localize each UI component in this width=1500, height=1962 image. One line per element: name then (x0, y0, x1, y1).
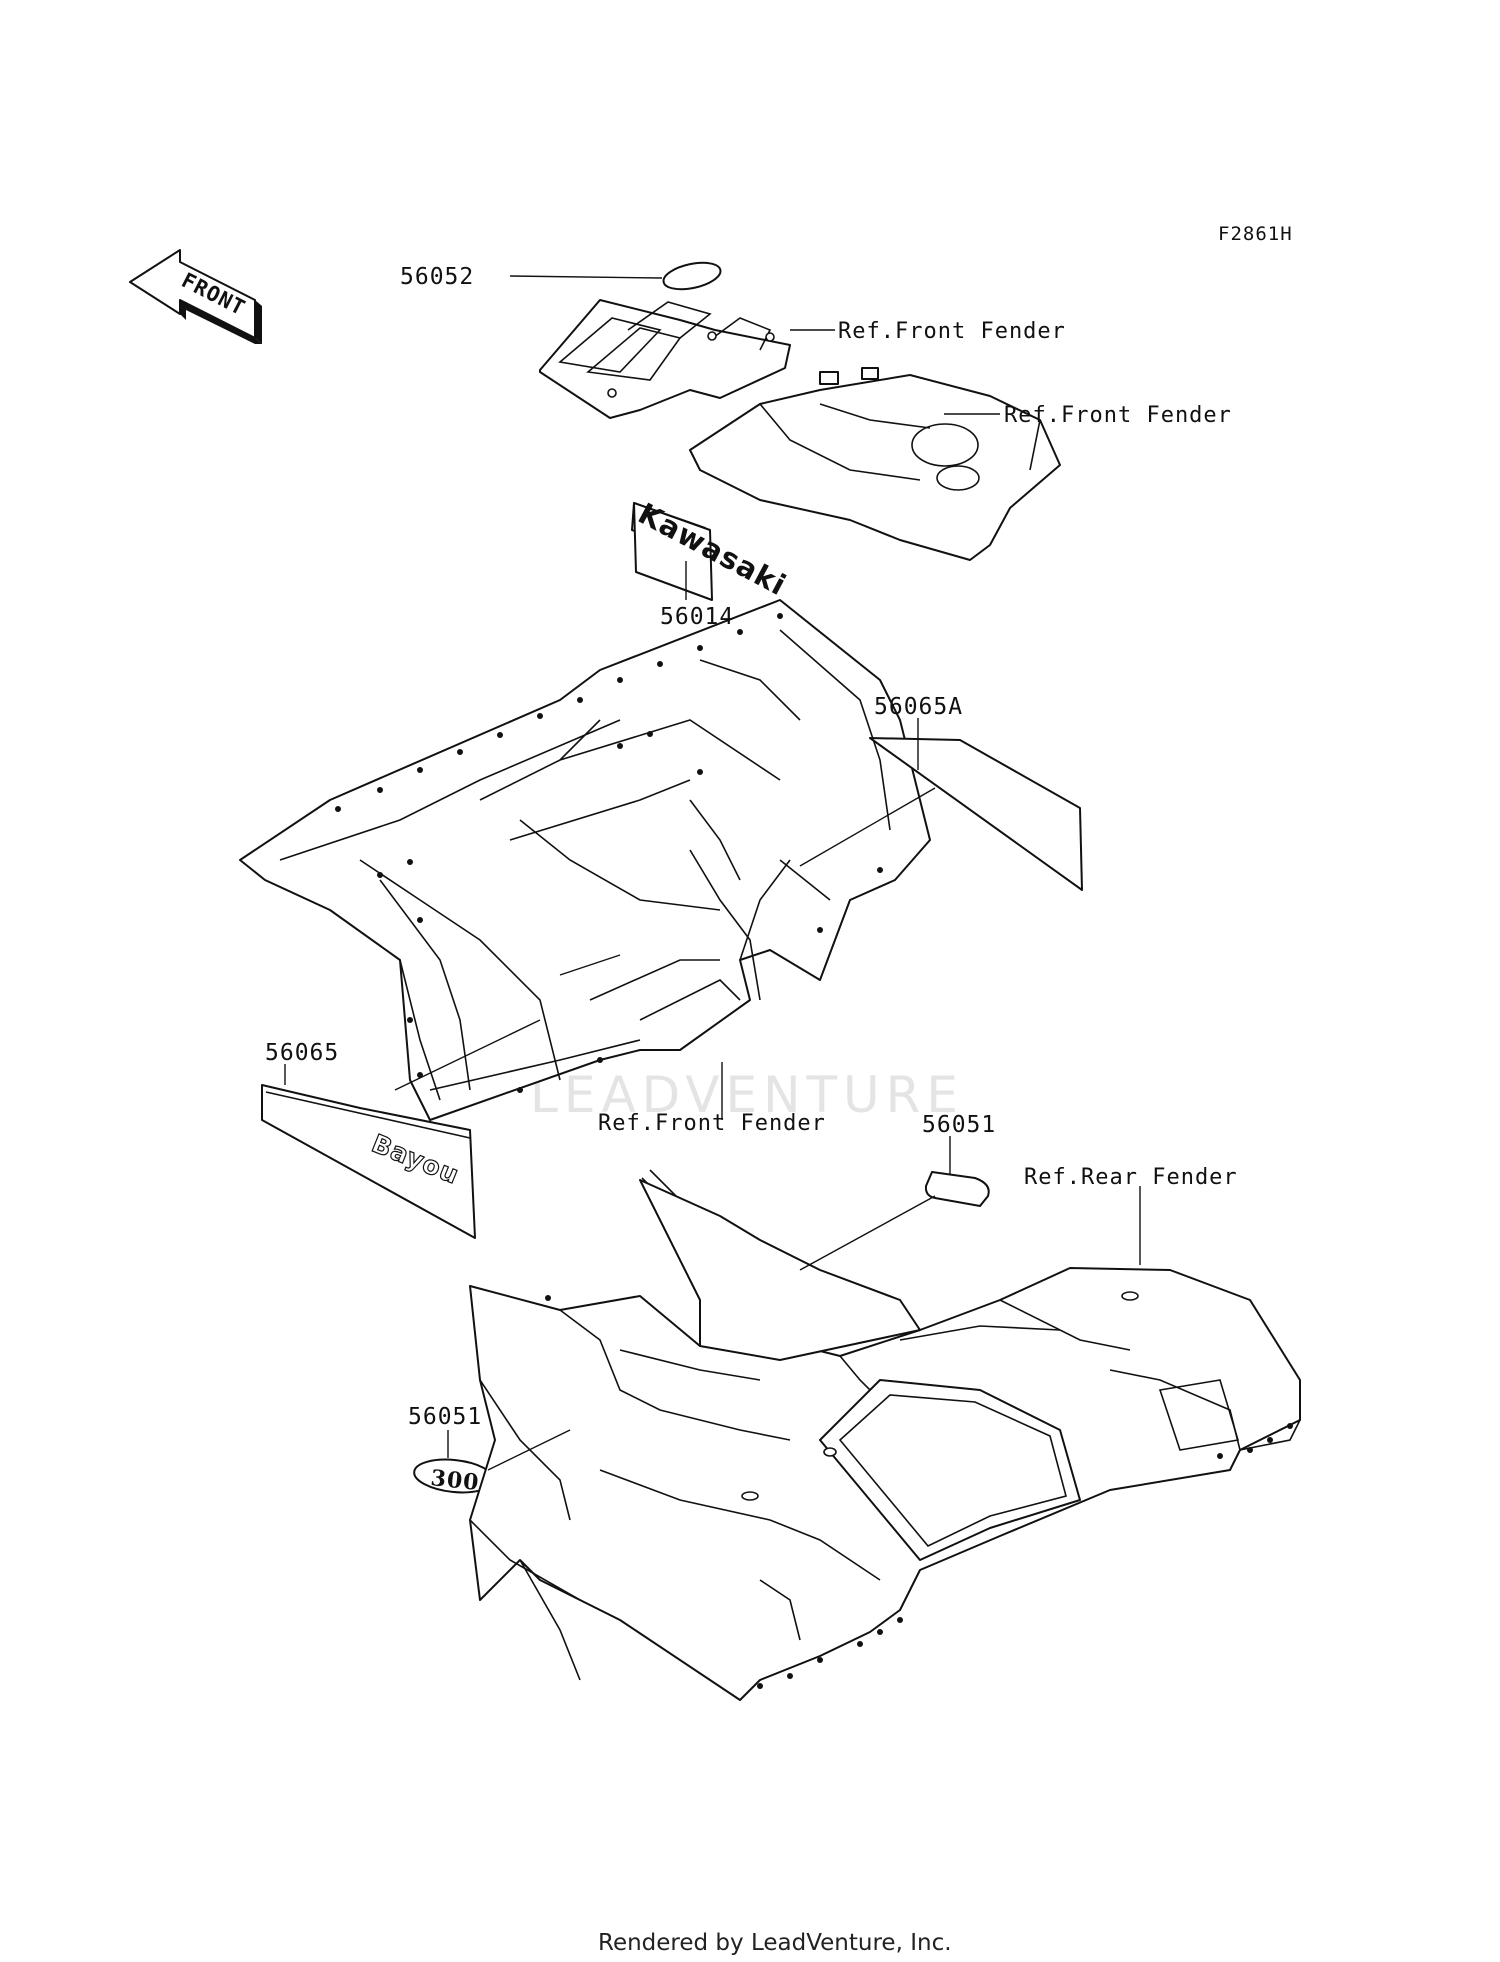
leader-lines (284, 275, 1141, 1471)
callout-56051-top: 56051 (922, 1112, 996, 1138)
callout-56065: 56065 (265, 1040, 339, 1066)
front-arrow-icon: FRONT (129, 249, 262, 344)
callout-56014: 56014 (660, 604, 734, 630)
watermark: LEADVENTURE (530, 1066, 964, 1124)
front-cover-part (539, 299, 791, 419)
front-fender-upper-part (689, 367, 1061, 561)
decal-56052 (662, 261, 722, 291)
front-fender-main-part (239, 599, 931, 1121)
emblem-300-text: 300 (429, 1465, 480, 1496)
callout-ref-front-fender-3: Ref.Front Fender (598, 1111, 826, 1136)
rear-fender-part (469, 1169, 1301, 1701)
kawasaki-decal-56014: Kawasaki (631, 496, 792, 602)
callout-ref-front-fender-2: Ref.Front Fender (1004, 403, 1232, 428)
callout-56051-left: 56051 (408, 1404, 482, 1430)
callout-56065a: 56065A (874, 694, 963, 720)
decal-56051-top (924, 1171, 990, 1207)
emblem-300-56051: 300 (413, 1458, 495, 1496)
footer-credit: Rendered by LeadVenture, Inc. (598, 1930, 952, 1956)
callout-ref-rear-fender: Ref.Rear Fender (1024, 1165, 1238, 1190)
bayou-decal-56065: Bayou (261, 1084, 476, 1239)
decal-56065a (869, 737, 1083, 891)
diagram-code: F2861H (1218, 223, 1293, 245)
callout-ref-front-fender-1: Ref.Front Fender (838, 319, 1066, 344)
callout-56052: 56052 (400, 264, 474, 290)
